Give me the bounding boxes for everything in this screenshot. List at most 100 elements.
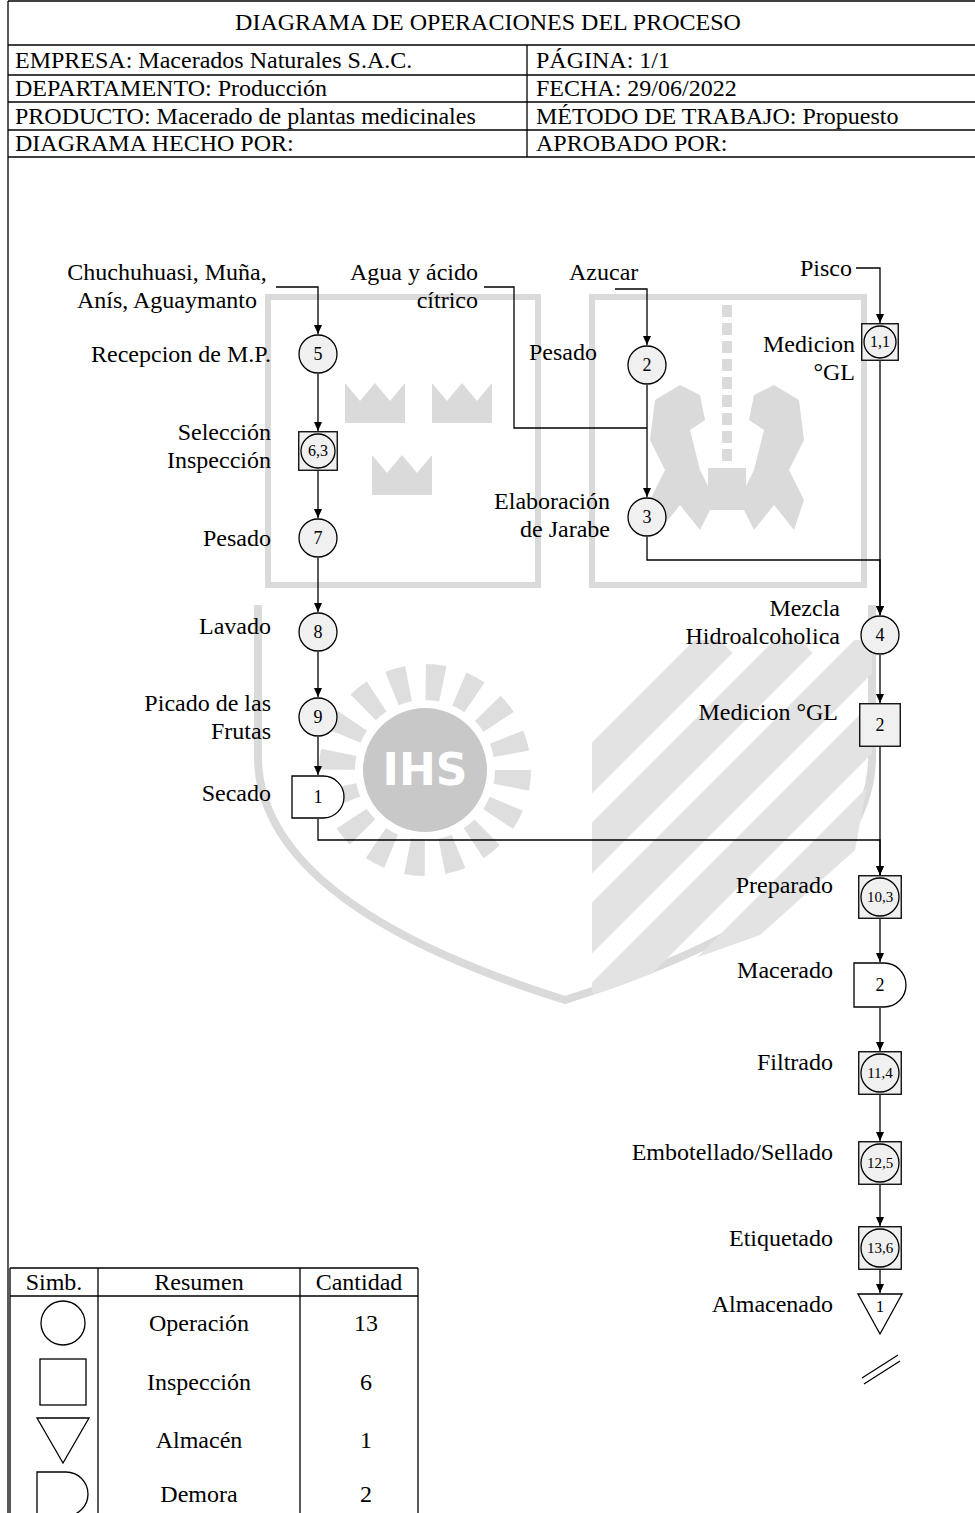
step-label: Mezcla Hidroalcoholica bbox=[680, 594, 840, 650]
watermark-crown bbox=[432, 383, 492, 423]
count-cell: 13 bbox=[354, 1309, 378, 1337]
header-cell: DEPARTAMENTO: Producción bbox=[15, 75, 327, 101]
delay-symbol: 2Macerado bbox=[853, 962, 907, 1008]
header-grid bbox=[8, 1, 975, 1513]
flow-connector bbox=[879, 1185, 880, 1226]
step-label: Pesado bbox=[203, 524, 271, 552]
inspection-symbol bbox=[40, 1359, 86, 1405]
symbol-outline bbox=[854, 963, 906, 1007]
watermark bbox=[258, 297, 975, 1000]
symbol-outline bbox=[299, 613, 337, 651]
operation-circle: 2Pesado bbox=[627, 345, 667, 385]
symbol-outline bbox=[861, 1144, 899, 1182]
symbol-number-holder: 1 bbox=[857, 1285, 903, 1327]
step-label: Filtrado bbox=[757, 1048, 833, 1076]
symbol-number-holder: 1 bbox=[291, 775, 345, 819]
combined-activity: 1,1Medicion °GL bbox=[861, 323, 899, 361]
symbol-number: 9 bbox=[314, 708, 323, 726]
watermark-frame bbox=[268, 297, 538, 585]
input-line bbox=[484, 287, 647, 428]
step-label: Picado de las Frutas bbox=[139, 689, 271, 745]
symbol-number-holder: 4 bbox=[860, 615, 900, 655]
watermark-sun bbox=[337, 682, 513, 858]
table-header: Resumen bbox=[154, 1269, 243, 1295]
step-label: Lavado bbox=[199, 612, 271, 640]
step-label: Embotellado/Sellado bbox=[632, 1138, 833, 1166]
symbol-outline bbox=[862, 324, 899, 361]
watermark-frame bbox=[592, 297, 864, 585]
symbol-number-holder: 7 bbox=[298, 518, 338, 558]
symbol-number-holder: 2 bbox=[853, 962, 907, 1008]
flow-connector bbox=[879, 1008, 880, 1051]
flow-connector bbox=[317, 652, 318, 697]
header-cell: DIAGRAMA HECHO POR: bbox=[15, 130, 294, 156]
symbol-outline bbox=[864, 326, 896, 358]
watermark-stripes bbox=[360, 640, 975, 1000]
symbol-outline bbox=[860, 704, 901, 747]
watermark-bear bbox=[739, 385, 804, 530]
input-lines bbox=[276, 268, 900, 1384]
symbol-number: 10,3 bbox=[867, 890, 893, 905]
combined-activity: 11,4Filtrado bbox=[858, 1051, 902, 1095]
flow-connector bbox=[317, 737, 318, 775]
symbol-outline bbox=[628, 498, 666, 536]
symbol-outline bbox=[859, 876, 902, 919]
flow-connector bbox=[879, 655, 880, 703]
step-label: Secado bbox=[202, 779, 271, 807]
legend-table bbox=[10, 1268, 418, 1513]
flow-connector bbox=[879, 747, 880, 875]
input-material: Agua y ácido cítrico bbox=[344, 258, 478, 314]
symbol-outline bbox=[292, 776, 344, 818]
watermark-weight bbox=[708, 468, 746, 510]
symbol-outline bbox=[299, 432, 338, 471]
symbol-outline bbox=[861, 1229, 899, 1267]
symbol-number: 8 bbox=[314, 623, 323, 641]
step-label: Elaboración de Jarabe bbox=[488, 487, 610, 543]
header-cell: PÁGINA: 1/1 bbox=[536, 47, 670, 73]
flow-connector bbox=[879, 1095, 880, 1141]
flow-connector bbox=[317, 558, 318, 612]
diagram-title: DIAGRAMA DE OPERACIONES DEL PROCESO bbox=[235, 9, 741, 35]
symbol-outline bbox=[861, 878, 899, 916]
table-header: Cantidad bbox=[316, 1269, 403, 1295]
input-arrow bbox=[856, 268, 880, 323]
flow-connector bbox=[317, 471, 318, 518]
input-material: Chuchuhuasi, Muña, Anís, Aguaymanto bbox=[63, 258, 271, 314]
input-material: Pisco bbox=[800, 254, 852, 282]
watermark-crown bbox=[345, 383, 405, 423]
flow-connector bbox=[879, 919, 880, 962]
symbol-outline bbox=[861, 616, 899, 654]
symbol-number-holder: 9 bbox=[298, 697, 338, 737]
step-label: Macerado bbox=[737, 956, 833, 984]
step-label: Pesado bbox=[529, 338, 597, 366]
input-material: Azucar bbox=[569, 258, 638, 286]
count-cell: 2 bbox=[360, 1480, 372, 1508]
symbol-number: 6,3 bbox=[308, 443, 328, 459]
operation-circle: 8Lavado bbox=[298, 612, 338, 652]
inspection-square: 2Medicion °GL bbox=[859, 703, 901, 747]
watermark-text: IHS bbox=[383, 746, 468, 794]
input-arrow bbox=[615, 289, 647, 345]
symbol-number-holder: 6,3 bbox=[298, 431, 338, 471]
header-cell: MÉTODO DE TRABAJO: Propuesto bbox=[536, 103, 898, 129]
combined-activity: 13,6Etiquetado bbox=[858, 1226, 902, 1270]
symbol-number: 7 bbox=[314, 529, 323, 547]
combined-activity: 10,3Preparado bbox=[858, 875, 902, 919]
flow-connector bbox=[879, 1270, 880, 1293]
watermark-sun-core bbox=[363, 708, 487, 832]
symbol-number: 3 bbox=[643, 508, 652, 526]
flow-connector bbox=[318, 819, 880, 875]
symbol-number: 2 bbox=[643, 356, 652, 374]
delay-symbol bbox=[37, 1472, 88, 1513]
symbol-number-holder: 11,4 bbox=[858, 1051, 902, 1095]
step-label: Medicion °GL bbox=[698, 698, 838, 726]
symbol-number-holder: 8 bbox=[298, 612, 338, 652]
legend-text: Demora bbox=[160, 1480, 237, 1508]
step-label: Almacenado bbox=[712, 1290, 833, 1318]
flow-connector bbox=[647, 537, 880, 615]
symbol-number: 2 bbox=[876, 716, 885, 734]
legend-text: Operación bbox=[149, 1309, 249, 1337]
count-cell: 6 bbox=[360, 1368, 372, 1396]
